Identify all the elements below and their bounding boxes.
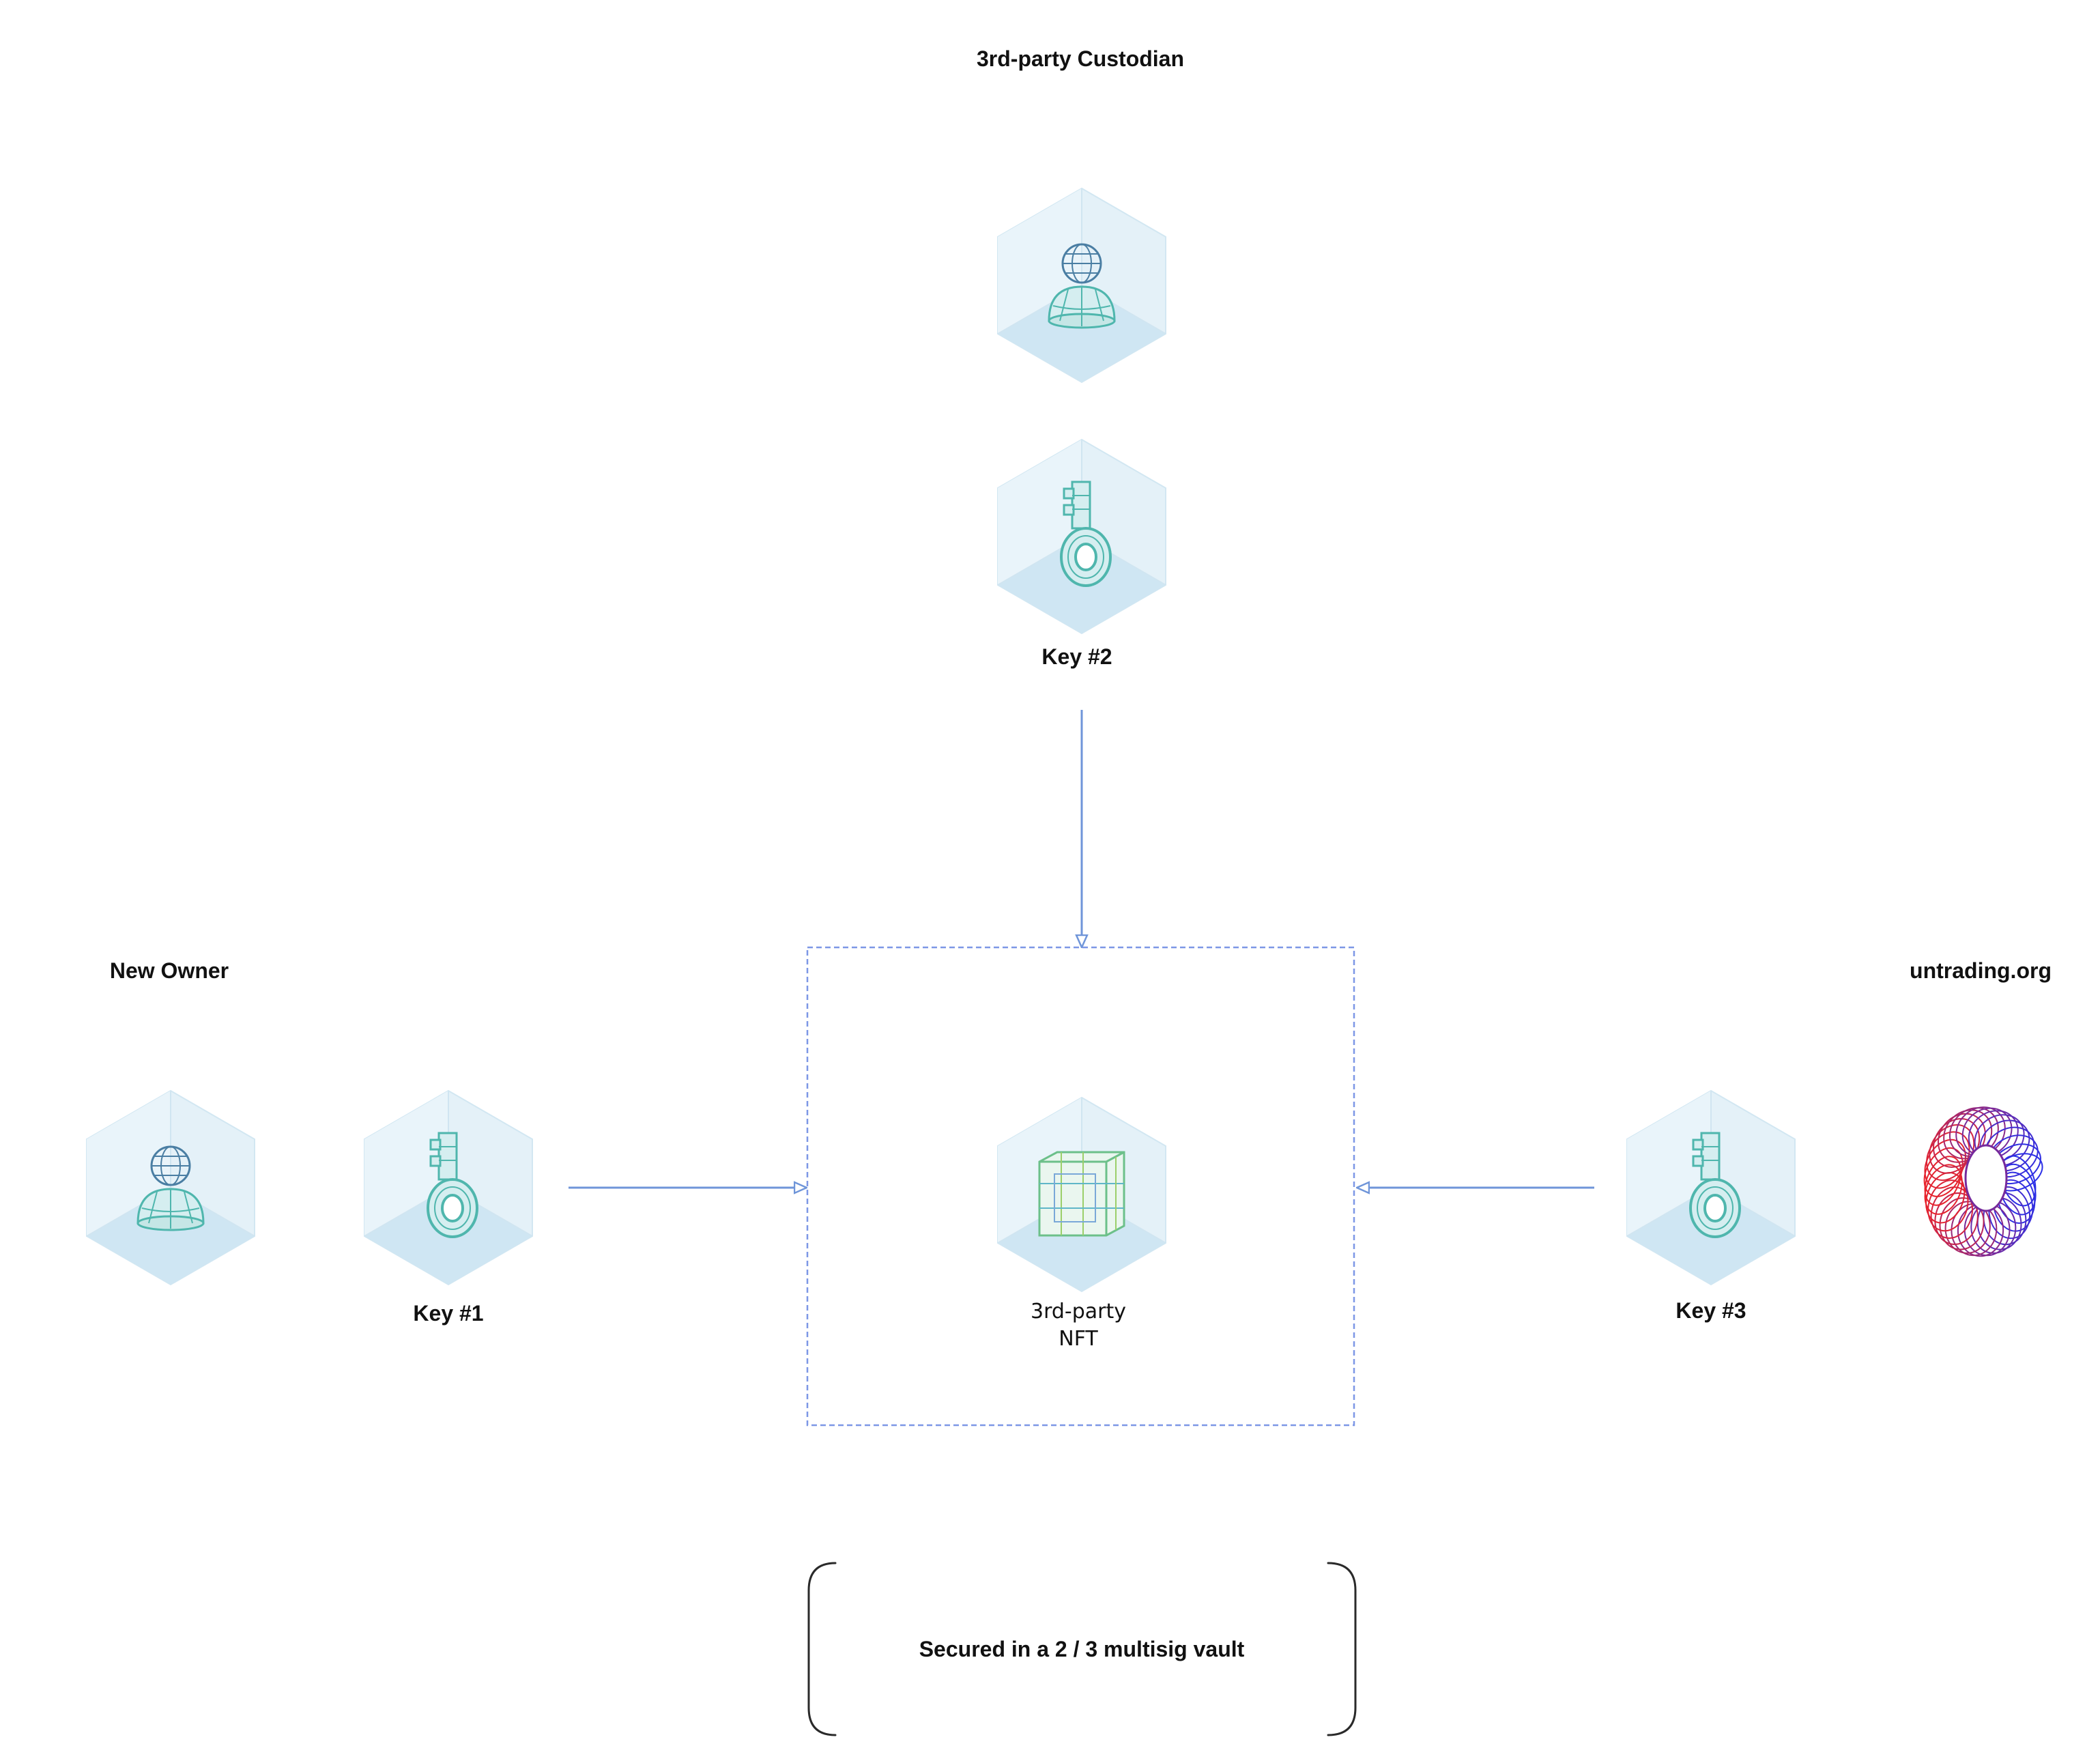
custodian-node: [997, 188, 1166, 383]
key3-label: Key #3: [1675, 1298, 1746, 1323]
nft-node: [997, 1097, 1166, 1292]
vault-caption: Secured in a 2 / 3 multisig vault: [919, 1637, 1245, 1661]
untrading-title: untrading.org: [1910, 958, 2052, 983]
new-owner-title: New Owner: [109, 958, 229, 983]
nft-label-line2: NFT: [1059, 1327, 1098, 1351]
untrading-logo: [1923, 1106, 2043, 1257]
key2-label: Key #2: [1041, 644, 1112, 669]
key3-node: [1626, 1090, 1796, 1285]
nft-label-line1: 3rd-party: [1030, 1300, 1127, 1323]
logo-wire-ring: [1930, 1186, 1973, 1239]
key2-node: [997, 439, 1166, 634]
custodian-title: 3rd-party Custodian: [976, 46, 1185, 71]
new-owner-node: [86, 1090, 255, 1285]
logo-hole: [1964, 1144, 2008, 1212]
logo-wire-ring: [1924, 1156, 1962, 1206]
logo-wire-ring: [1968, 1110, 2019, 1159]
vault-bracket: [807, 1562, 1357, 1736]
key1-node: [364, 1090, 533, 1285]
cube-icon: [1038, 1151, 1125, 1237]
key1-label: Key #1: [413, 1301, 484, 1326]
logo-wire-ring: [1926, 1131, 1970, 1181]
logo-wire-ring: [1927, 1179, 1969, 1232]
vault-box: [806, 946, 1355, 1427]
logo-wire-ring: [1939, 1197, 1985, 1250]
